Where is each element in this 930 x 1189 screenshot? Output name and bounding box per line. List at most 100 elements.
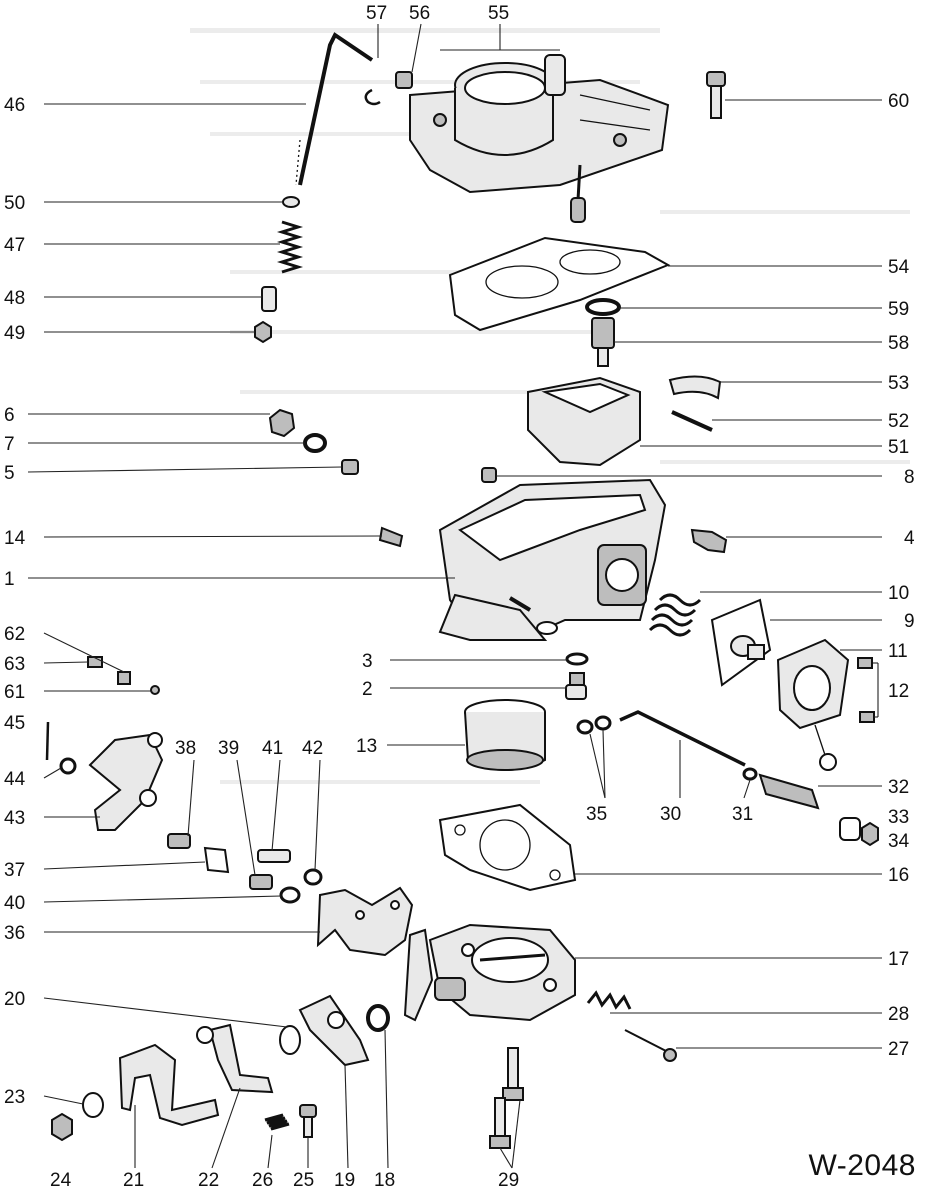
callout-26: 26 bbox=[252, 1170, 273, 1189]
callout-55: 55 bbox=[488, 3, 509, 24]
callout-28: 28 bbox=[888, 1004, 909, 1025]
callout-42: 42 bbox=[302, 738, 323, 759]
part-31-washer bbox=[742, 767, 758, 781]
callout-52: 52 bbox=[888, 411, 909, 432]
part-29-screws bbox=[489, 1047, 524, 1149]
part-54-gasket bbox=[448, 236, 671, 332]
part-8-fitting bbox=[481, 467, 497, 483]
part-52-pin bbox=[671, 410, 713, 432]
part-36-bracket bbox=[316, 886, 414, 957]
part-56-fitting bbox=[395, 71, 413, 89]
part-25-screw bbox=[299, 1104, 317, 1138]
part-49-nut bbox=[254, 320, 272, 344]
part-14-idle-jet bbox=[378, 526, 404, 548]
part-5-jet bbox=[341, 459, 359, 475]
part-37-clip bbox=[203, 846, 230, 874]
part-59-washer bbox=[585, 298, 621, 316]
part-45-pin bbox=[45, 721, 50, 761]
callout-63: 63 bbox=[4, 654, 25, 675]
part-55-top-cover bbox=[409, 54, 670, 223]
callout-13: 13 bbox=[356, 736, 377, 757]
callout-14: 14 bbox=[4, 528, 26, 549]
part-41-stud bbox=[257, 849, 291, 863]
part-62-screw bbox=[117, 671, 131, 685]
callout-61: 61 bbox=[4, 682, 25, 703]
callout-48: 48 bbox=[4, 288, 25, 309]
callout-1: 1 bbox=[4, 569, 15, 590]
callout-57: 57 bbox=[366, 3, 387, 24]
part-44-washer bbox=[59, 757, 77, 775]
part-33-sleeve bbox=[839, 817, 861, 841]
callout-4: 4 bbox=[904, 528, 915, 549]
part-51-float bbox=[527, 376, 641, 467]
callout-21: 21 bbox=[123, 1170, 144, 1189]
callout-41: 41 bbox=[262, 738, 283, 759]
callout-22: 22 bbox=[198, 1170, 219, 1189]
callout-10: 10 bbox=[888, 583, 909, 604]
callout-56: 56 bbox=[409, 3, 430, 24]
part-35-washers bbox=[576, 715, 612, 735]
part-12-screws bbox=[857, 657, 875, 723]
part-9-diaphragm bbox=[710, 598, 772, 687]
part-11-cover bbox=[776, 638, 850, 771]
part-19-lever bbox=[298, 994, 370, 1067]
part-34-nut bbox=[861, 821, 879, 847]
callout-37: 37 bbox=[4, 860, 25, 881]
part-39-screw bbox=[249, 874, 273, 890]
part-61-ball bbox=[150, 685, 160, 695]
part-27-screw bbox=[624, 1029, 677, 1062]
part-48-sleeve bbox=[261, 286, 277, 312]
part-13-venturi bbox=[464, 699, 546, 771]
part-47-spring bbox=[276, 220, 304, 274]
part-7-washer bbox=[303, 433, 327, 453]
part-4-screw bbox=[690, 528, 728, 554]
callout-53: 53 bbox=[888, 373, 909, 394]
part-28-spring bbox=[586, 990, 632, 1010]
callout-50: 50 bbox=[4, 193, 25, 214]
part-2-jet bbox=[565, 672, 587, 700]
part-6-plug bbox=[268, 408, 296, 438]
part-42-washer bbox=[303, 868, 323, 886]
callout-45: 45 bbox=[4, 713, 25, 734]
part-60-screw bbox=[706, 71, 726, 119]
callout-9: 9 bbox=[904, 611, 915, 632]
callout-18: 18 bbox=[374, 1170, 395, 1189]
callout-32: 32 bbox=[888, 777, 909, 798]
callout-47: 47 bbox=[4, 235, 25, 256]
part-50-washer bbox=[282, 196, 300, 208]
part-18-spring bbox=[366, 1004, 390, 1032]
callout-31: 31 bbox=[732, 804, 753, 825]
callout-24: 24 bbox=[50, 1170, 72, 1189]
callout-12: 12 bbox=[888, 681, 909, 702]
callout-51: 51 bbox=[888, 437, 909, 458]
callout-36: 36 bbox=[4, 923, 25, 944]
callout-44: 44 bbox=[4, 769, 26, 790]
callout-35: 35 bbox=[586, 804, 607, 825]
callout-43: 43 bbox=[4, 808, 25, 829]
figure-code: W-2048 bbox=[808, 1149, 916, 1182]
part-30-link-rod bbox=[619, 710, 746, 767]
callout-3: 3 bbox=[362, 651, 373, 672]
part-63-screw bbox=[87, 656, 103, 668]
callout-54: 54 bbox=[888, 257, 910, 278]
callout-59: 59 bbox=[888, 299, 909, 320]
callout-29: 29 bbox=[498, 1170, 519, 1189]
callout-27: 27 bbox=[888, 1039, 909, 1060]
callout-38: 38 bbox=[175, 738, 196, 759]
callout-8: 8 bbox=[904, 467, 915, 488]
callout-5: 5 bbox=[4, 463, 15, 484]
leader-lines bbox=[27, 23, 882, 1169]
callout-7: 7 bbox=[4, 434, 15, 455]
part-32-adjust-screw bbox=[758, 773, 820, 810]
callout-49: 49 bbox=[4, 323, 25, 344]
callout-6: 6 bbox=[4, 405, 15, 426]
part-17-throttle-body bbox=[428, 923, 576, 1022]
part-1-main-body bbox=[438, 478, 667, 642]
callout-33: 33 bbox=[888, 807, 909, 828]
part-46-choke-rod bbox=[295, 32, 374, 186]
callout-2: 2 bbox=[362, 679, 373, 700]
callout-20: 20 bbox=[4, 989, 25, 1010]
part-58-needle-valve bbox=[591, 317, 615, 367]
callout-30: 30 bbox=[660, 804, 681, 825]
